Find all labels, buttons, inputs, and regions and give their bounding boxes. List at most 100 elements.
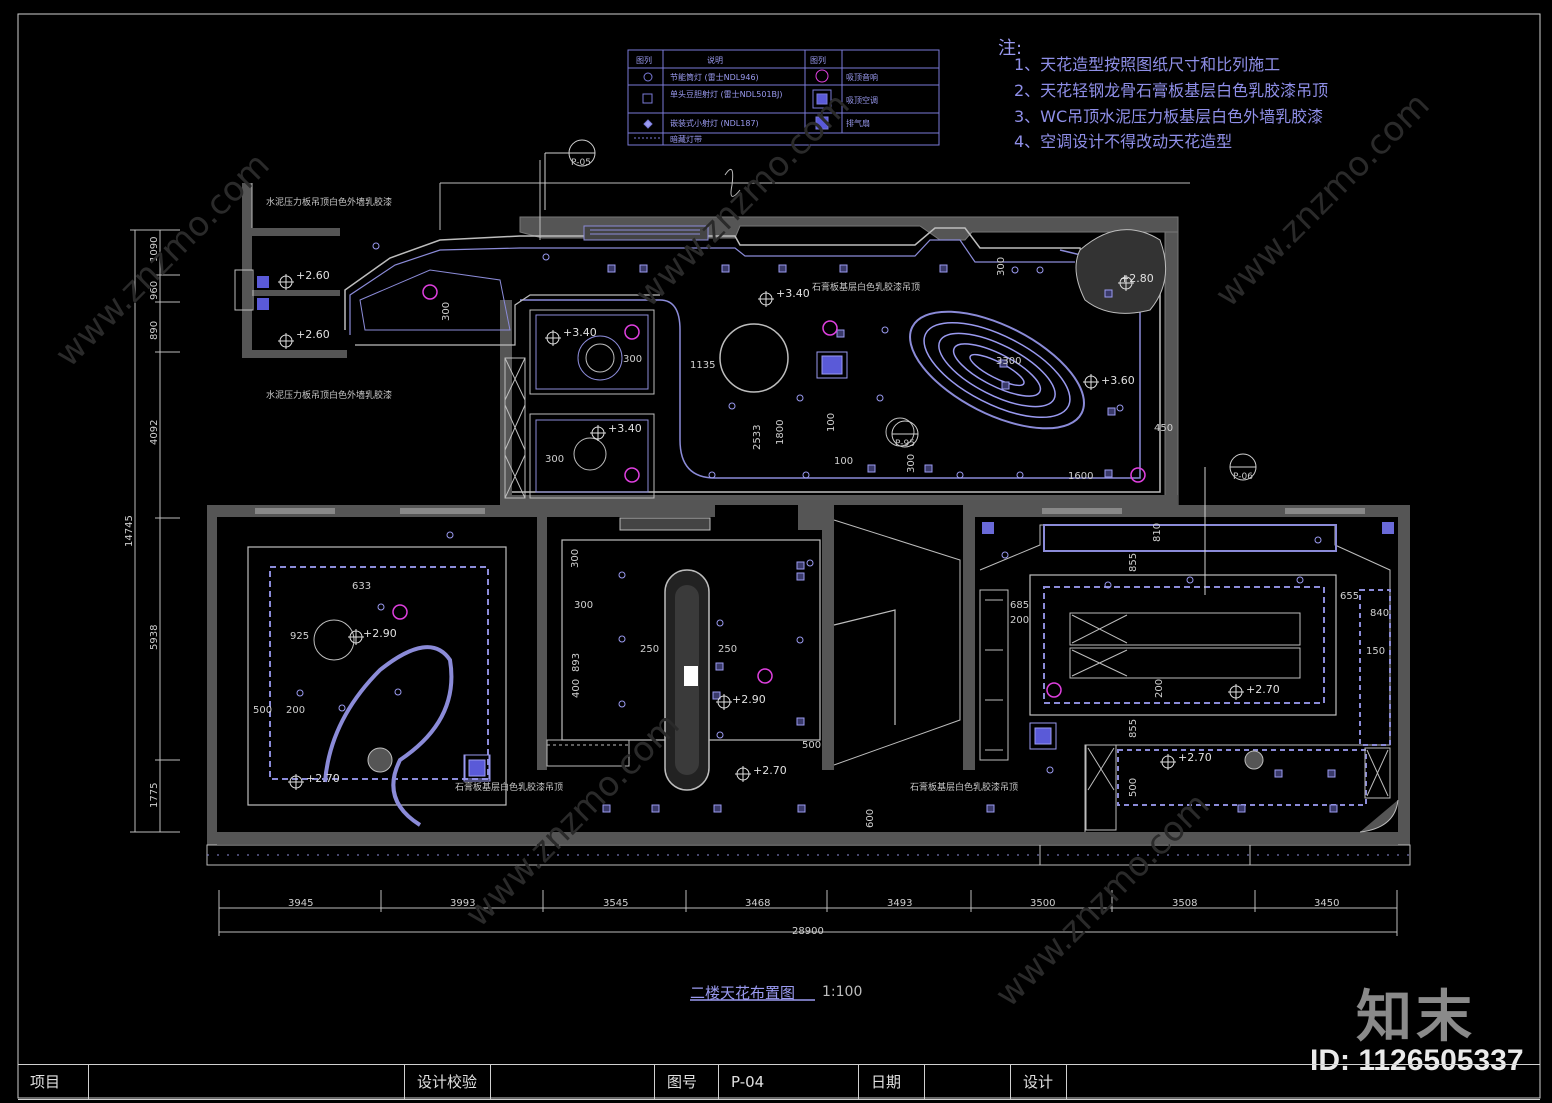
image-id: ID: 1126505337 xyxy=(1310,1044,1524,1077)
dim-label: 890 xyxy=(149,321,160,340)
dim-label: 3545 xyxy=(603,898,628,909)
dim-label: 450 xyxy=(1154,423,1173,434)
dim-label: 250 xyxy=(718,644,737,655)
legend-header: 图列 xyxy=(810,55,826,65)
dim-label: 633 xyxy=(352,581,371,592)
elev-label: +2.90 xyxy=(732,693,766,706)
bottom-dimension-line xyxy=(218,890,1398,936)
dim-label: 3508 xyxy=(1172,898,1197,909)
design-label: 设计 xyxy=(1010,1065,1066,1099)
dim-label: 500 xyxy=(802,740,821,751)
dim-label: 1090 xyxy=(149,237,160,262)
dim-label: 855 xyxy=(1128,553,1139,572)
drawing-title: 二楼天花布置图 xyxy=(690,984,796,1002)
legend-desc: 单头豆胆射灯 (雷士NDL501BJ) xyxy=(670,89,783,99)
dim-label: 655 xyxy=(1340,591,1359,602)
dim-label: 500 xyxy=(1128,778,1139,797)
bottom-dimension-labels: 3945 3993 3545 3468 3493 3500 3508 3450 … xyxy=(288,898,1339,937)
dim-label: 855 xyxy=(1128,719,1139,738)
dim-label: 200 xyxy=(1154,679,1165,698)
ceiling-note: 石膏板基层白色乳胶漆吊顶 xyxy=(910,781,1018,793)
dim-label: 250 xyxy=(640,644,659,655)
check-value xyxy=(490,1065,654,1099)
dim-label: 685 xyxy=(1010,600,1029,611)
dim-label: 2533 xyxy=(752,425,763,450)
dim-label: 3945 xyxy=(288,898,313,909)
ceiling-note: 水泥压力板吊顶白色外墙乳胶漆 xyxy=(266,389,392,401)
elev-label: +3.40 xyxy=(776,287,810,300)
legend-desc: 嵌装式小射灯 (NDL187) xyxy=(670,118,759,128)
dim-label: 3450 xyxy=(1314,898,1339,909)
elev-label: +2.90 xyxy=(363,627,397,640)
design-value xyxy=(1066,1065,1306,1099)
dim-label: 150 xyxy=(1366,646,1385,657)
ceiling-material-notes: 水泥压力板吊顶白色外墙乳胶漆 水泥压力板吊顶白色外墙乳胶漆 石膏板基层白色乳胶漆… xyxy=(266,196,1018,793)
date-label: 日期 xyxy=(858,1065,924,1099)
elev-label: +3.60 xyxy=(1101,374,1135,387)
dim-label: 4092 xyxy=(149,420,160,445)
legend-right: 吸顶音响 xyxy=(846,72,878,82)
spotlights xyxy=(602,264,1338,813)
dim-label: 300 xyxy=(570,549,581,568)
project-label: 项目 xyxy=(30,1073,61,1091)
ceiling-note: 水泥压力板吊顶白色外墙乳胶漆 xyxy=(266,196,392,208)
section-label: P-95 xyxy=(895,439,915,449)
elev-label: +2.70 xyxy=(1246,683,1280,696)
legend-right: 排气扇 xyxy=(846,118,870,128)
dim-label: 3468 xyxy=(745,898,770,909)
dim-label: 1135 xyxy=(690,360,715,371)
ceiling-note: 石膏板基层白色乳胶漆吊顶 xyxy=(455,781,563,793)
title-block: 项目 设计校验 图号 P-04 日期 设计 xyxy=(18,1064,1540,1100)
legend-right: 吸顶空调 xyxy=(846,95,878,105)
dim-label: 1600 xyxy=(1068,471,1093,482)
dim-label: 1800 xyxy=(775,420,786,445)
upper-block xyxy=(344,216,1179,506)
dim-label: 810 xyxy=(1152,523,1163,542)
elevation-markers xyxy=(278,274,1244,790)
left-dimension-line xyxy=(130,229,180,833)
section-labels: P-05 P-95 P-06 xyxy=(571,158,1253,482)
elev-label: +2.80 xyxy=(1120,272,1154,285)
dim-label: 300 xyxy=(545,454,564,465)
dim-total: 28900 xyxy=(792,926,824,937)
left-dimension-labels: 1090 960 890 4092 5938 1775 14745 xyxy=(124,237,160,808)
dim-label: 400 xyxy=(571,679,582,698)
dim-label: 100 xyxy=(834,456,853,467)
legend-header: 说明 xyxy=(707,55,723,65)
elev-label: +2.60 xyxy=(296,269,330,282)
elev-label: +3.40 xyxy=(563,326,597,339)
dim-label: 3493 xyxy=(887,898,912,909)
note-item: 2、天花轻钢龙骨石膏板基层白色乳胶漆吊顶 xyxy=(1014,81,1329,100)
dim-label: 300 xyxy=(623,354,642,365)
drawing-scale: 1:100 xyxy=(822,984,863,1000)
speakers xyxy=(392,284,1146,698)
dim-label: 3300 xyxy=(996,356,1021,367)
elev-label: +2.70 xyxy=(306,772,340,785)
sheet-label: 图号 xyxy=(654,1065,718,1099)
elev-label: +3.40 xyxy=(608,422,642,435)
dim-label: 925 xyxy=(290,631,309,642)
elev-label: +2.70 xyxy=(753,764,787,777)
legend-labels: 图列 说明 图列 节能筒灯 (雷士NDL946) 单头豆胆射灯 (雷士NDL50… xyxy=(636,55,878,144)
dim-label: 3993 xyxy=(450,898,475,909)
dim-label: 300 xyxy=(441,302,452,321)
project-value xyxy=(88,1065,404,1099)
wc-block xyxy=(234,160,1190,358)
elevation-labels: +2.60 +2.60 +3.40 +3.40 +3.40 +3.60 +2.8… xyxy=(296,269,1280,785)
dim-label: 893 xyxy=(571,653,582,672)
dim-label: 3500 xyxy=(1030,898,1055,909)
section-label: P-05 xyxy=(571,158,591,168)
note-item: 4、空调设计不得改动天花造型 xyxy=(1014,132,1233,151)
dim-label: 5938 xyxy=(149,625,160,650)
brand-logo: 知末 xyxy=(1356,985,1476,1050)
section-markers xyxy=(544,139,1257,595)
legend-header: 图列 xyxy=(636,55,652,65)
section-label: P-06 xyxy=(1233,472,1253,482)
note-item: 1、天花造型按照图纸尺寸和比列施工 xyxy=(1014,55,1281,74)
sheet-value: P-04 xyxy=(718,1065,858,1099)
ac-units xyxy=(463,351,1057,782)
dim-label: 1775 xyxy=(149,783,160,808)
fixtures xyxy=(296,242,1322,774)
dim-label: 200 xyxy=(1010,615,1029,626)
